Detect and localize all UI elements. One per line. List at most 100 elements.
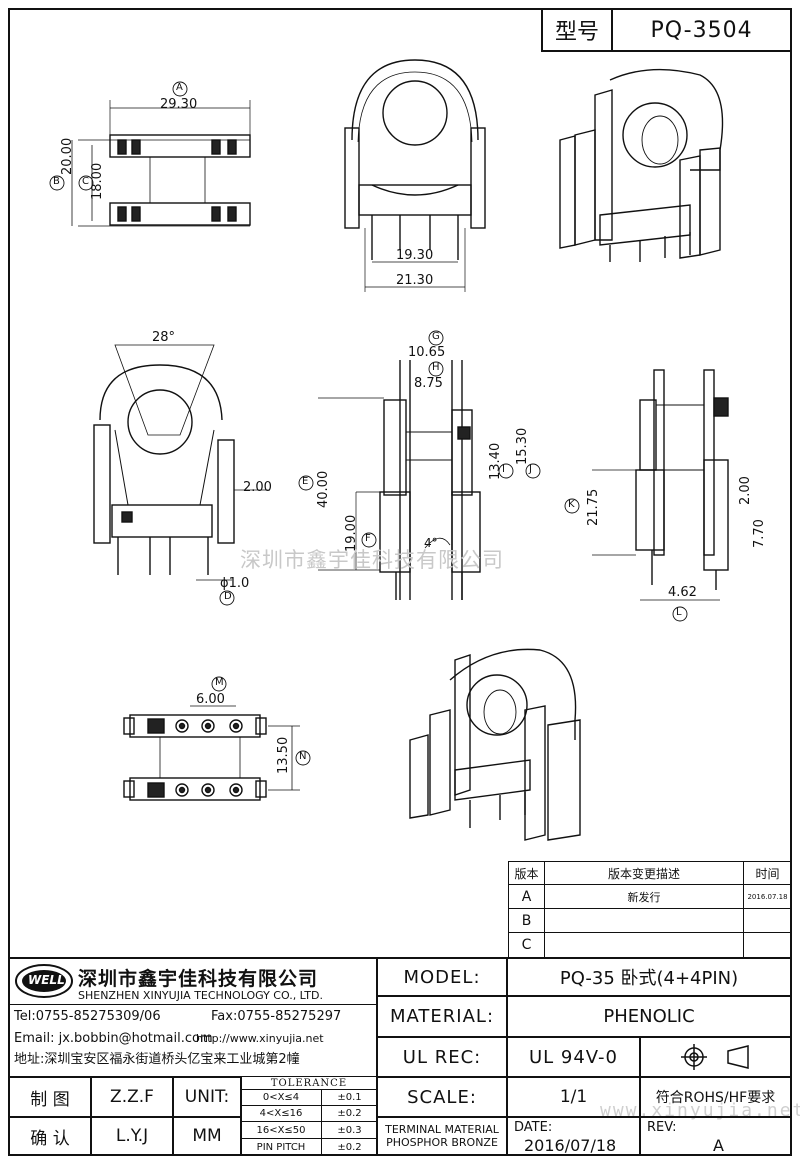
dim-label-g: G [432, 331, 440, 342]
scale-value: 1/1 [506, 1076, 641, 1118]
dim-right-v1: 2.00 [738, 476, 753, 505]
rev-row-desc [544, 908, 744, 933]
section-view [318, 360, 481, 600]
dim-label-d: D [224, 591, 232, 602]
iso-view-bottom [409, 648, 581, 841]
dim-value-m: 6.00 [196, 692, 225, 707]
rev-header-date: 时间 [743, 861, 792, 885]
unit-label: UNIT: [172, 1076, 242, 1118]
projection-symbol [639, 1036, 792, 1078]
tolerance-range: 4<X≤16 [240, 1105, 322, 1122]
dim-value-n: 13.50 [276, 736, 291, 774]
well-logo-icon [15, 964, 73, 998]
dim-front-w1: 19.30 [396, 248, 434, 263]
logo-text: WELL [28, 973, 65, 987]
dim-circle-n [295, 750, 311, 766]
company-tel: Tel:0755-85275309/06 [14, 1009, 161, 1024]
dim-right-v2: 7.70 [752, 519, 767, 548]
company-name-cn: 深圳市鑫宇佳科技有限公司 [78, 968, 319, 990]
dim-circle-h [428, 361, 444, 377]
dim-value-e: 40.00 [316, 470, 331, 508]
watermark-url: www.xinyujia.net [600, 1100, 800, 1121]
draw-value: Z.Z.F [90, 1076, 174, 1118]
rev-header-ver: 版本 [508, 861, 545, 885]
company-http: http://www.xinyujia.net [196, 1032, 324, 1045]
dim-pin-offset: 2.00 [243, 480, 272, 495]
dim-label-b: B [53, 176, 60, 187]
dim-value-k: 21.75 [586, 488, 601, 526]
rev-row-date [743, 932, 792, 958]
dim-front-w2: 21.30 [396, 273, 434, 288]
dim-circle-d [219, 590, 235, 606]
rev-header-desc: 版本变更描述 [544, 861, 744, 885]
material-label: MATERIAL: [376, 995, 508, 1038]
material-value: PHENOLIC [506, 995, 792, 1038]
rev-label: REV: [647, 1120, 677, 1135]
front-view [344, 59, 486, 292]
dim-label-m: M [215, 677, 224, 688]
dim-label-n: N [299, 751, 307, 762]
check-value: L.Y.J [90, 1116, 174, 1156]
dim-circle-f [361, 532, 377, 548]
scale-label: SCALE: [376, 1076, 508, 1118]
model-value: PQ-35 卧式(4+4PIN) [506, 957, 792, 997]
dim-label-h: H [432, 362, 440, 373]
watermark-text: 深圳市鑫宇佳科技有限公司 [240, 548, 504, 572]
tolerance-value: ±0.1 [321, 1089, 378, 1106]
dim-label-a: A [176, 82, 183, 93]
tolerance-value: ±0.2 [321, 1138, 378, 1156]
dim-angle-4: 4° [424, 536, 438, 550]
dim-value-g: 10.65 [408, 345, 446, 360]
date-label: DATE: [514, 1120, 553, 1135]
rev-cell: REV: A [639, 1116, 792, 1156]
unit-value: MM [172, 1116, 242, 1156]
tolerance-value: ±0.3 [321, 1121, 378, 1139]
dim-value-l: 4.62 [668, 585, 697, 600]
dim-label-k: K [568, 499, 575, 510]
company-email: Email: jx.bobbin@hotmail.com [14, 1031, 213, 1046]
dim-label-i: I [502, 464, 505, 475]
model-label: MODEL: [376, 957, 508, 997]
dim-circle-c [78, 175, 94, 191]
tolerance-range: 16<X≤50 [240, 1121, 322, 1139]
dim-value-b: 20.00 [60, 137, 75, 175]
dim-value-c: 18.00 [90, 162, 105, 200]
rev-value: A [713, 1136, 724, 1155]
company-fax: Fax:0755-85275297 [211, 1009, 342, 1024]
rev-row-ver: A [508, 884, 545, 909]
dim-pin-dia: ϕ1.0 [220, 576, 250, 591]
company-name-en: SHENZHEN XINYUJIA TECHNOLOGY CO., LTD. [78, 989, 323, 1002]
dim-label-j: J [529, 464, 532, 475]
header-model-code: PQ-3504 [611, 8, 792, 52]
projection-symbol-icon [680, 1044, 749, 1070]
side-view-left [93, 344, 270, 581]
side-view-right [592, 369, 729, 601]
dim-angle-28: 28° [152, 330, 176, 345]
dim-circle-i [498, 463, 514, 479]
ulrec-label: UL REC: [376, 1036, 508, 1078]
draw-label: 制 图 [8, 1076, 92, 1118]
dim-circle-a [172, 81, 188, 97]
rev-row-ver: B [508, 908, 545, 933]
dim-circle-k [564, 498, 580, 514]
date-value: 2016/07/18 [524, 1136, 617, 1155]
dim-label-c: C [82, 176, 89, 187]
company-logo: WELL [14, 962, 74, 1000]
dim-circle-j [525, 463, 541, 479]
terminal-value: PHOSPHOR BRONZE [386, 1136, 498, 1149]
rohs-note: 符合ROHS/HF要求 [639, 1076, 792, 1118]
ulrec-value: UL 94V-0 [506, 1036, 641, 1078]
dim-circle-b [49, 175, 65, 191]
bottom-view [123, 705, 300, 801]
dim-value-j: 15.30 [515, 427, 530, 465]
dim-label-l: L [676, 607, 682, 618]
tolerance-title: TOLERANCE [240, 1076, 378, 1090]
top-view [71, 100, 251, 227]
rev-row-date [743, 908, 792, 933]
terminal-material: TERMINAL MATERIAL PHOSPHOR BRONZE [376, 1116, 508, 1156]
dim-label-e: E [302, 476, 309, 487]
dim-circle-g [428, 330, 444, 346]
date-cell: DATE: 2016/07/18 [506, 1116, 641, 1156]
iso-view-top [559, 68, 724, 262]
company-address: 地址:深圳宝安区福永街道桥头亿宝来工业城第2幢 [14, 1052, 300, 1067]
